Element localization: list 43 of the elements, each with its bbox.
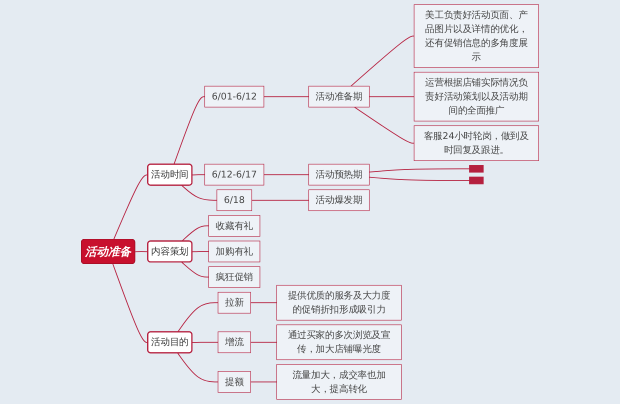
- node-box: 提供优质的服务及大力度的促销折扣形成吸引力: [276, 284, 402, 320]
- node-box: 疯狂促销: [208, 266, 260, 288]
- connector: [134, 251, 148, 252]
- connector: [192, 174, 206, 176]
- connector: [250, 381, 278, 382]
- node-bar: [469, 165, 484, 173]
- connector: [263, 96, 310, 98]
- connector: [250, 302, 278, 304]
- node-box: 6/18: [216, 189, 252, 212]
- node-box: 拉新: [218, 292, 251, 314]
- connector: [192, 342, 218, 344]
- connector: [368, 168, 470, 173]
- connector: [177, 302, 218, 333]
- node-box: 收藏有礼: [208, 215, 260, 237]
- node-box: 活动预热期: [308, 164, 370, 186]
- node-box: 流量加大，成交率也加大，提高转化: [276, 364, 402, 400]
- connector: [368, 176, 470, 181]
- connector: [174, 96, 206, 165]
- node-box: 活动爆发期: [308, 189, 370, 212]
- node-bar: [469, 176, 484, 184]
- connector: [112, 264, 148, 344]
- connector: [251, 200, 310, 201]
- connector: [181, 184, 218, 201]
- node-box: 通过买家的多次浏览及宣传，加大店铺曝光度: [276, 324, 402, 360]
- node-box: 美工负责好活动页面、产品图片以及详情的优化，还有促销信息的多角度展示: [414, 4, 539, 68]
- connector: [181, 225, 210, 242]
- connector: [192, 251, 210, 252]
- node-box: 客服24小时轮岗，做到及时回复及跟进。: [414, 125, 539, 161]
- connector: [113, 174, 148, 240]
- node-box: 活动准备期: [308, 86, 370, 108]
- node-box: 6/01-6/12: [204, 86, 264, 108]
- node-box: 提额: [218, 371, 251, 393]
- connector: [250, 342, 278, 343]
- connector: [354, 106, 415, 144]
- connector: [181, 262, 210, 278]
- connector: [368, 96, 415, 98]
- connector: [350, 36, 415, 87]
- node-box: 增流: [218, 332, 251, 354]
- node-box: 加购有礼: [208, 240, 260, 262]
- connector: [177, 352, 218, 382]
- node-box: 运营根据店铺实际情况负责好活动策划以及活动期间的全面推广: [414, 72, 539, 122]
- node-box: 6/12-6/17: [204, 164, 264, 186]
- connector: [263, 174, 310, 176]
